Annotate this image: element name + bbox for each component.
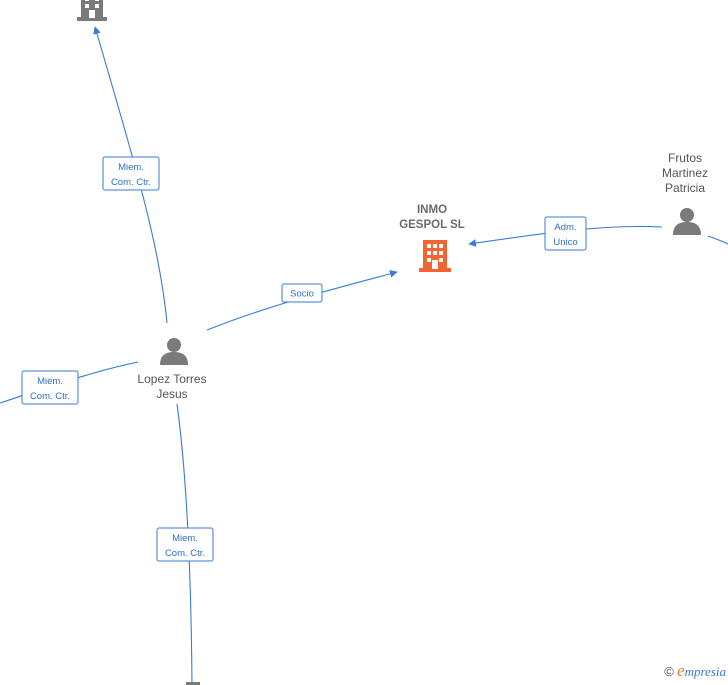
edge-label-miem-bottom[interactable]: Miem. Com. Ctr. xyxy=(156,527,214,562)
edge-label-text: Adm. xyxy=(554,222,576,233)
node-label: Jesus xyxy=(156,387,187,401)
brand-logo-text: mpresia xyxy=(684,664,726,679)
node-label: Patricia xyxy=(665,181,705,195)
node-label: Lopez Torres xyxy=(137,372,206,386)
edge-label-socio[interactable]: Socio xyxy=(281,283,323,303)
node-top-company[interactable] xyxy=(77,0,107,21)
edge-label-text: Com. Ctr. xyxy=(111,177,151,188)
node-main-company[interactable]: INMO GESPOL SL xyxy=(399,204,465,272)
node-label: Martinez xyxy=(662,166,708,180)
edge-label-adm-unico[interactable]: Adm. Unico xyxy=(544,216,587,251)
edge-label-text: Unico xyxy=(553,237,577,248)
person-icon xyxy=(160,338,188,365)
edge-label-text: Miem. xyxy=(118,162,144,173)
edge-label-text: Miem. xyxy=(37,376,63,387)
edge-frutos-offscreen xyxy=(707,235,728,245)
building-icon xyxy=(77,0,107,21)
edge-label-text: Miem. xyxy=(172,533,198,544)
edge-label-miem-top[interactable]: Miem. Com. Ctr. xyxy=(102,156,160,191)
edge-label-text: Com. Ctr. xyxy=(30,391,70,402)
node-label: INMO xyxy=(417,204,447,216)
footer-brand: © empresia xyxy=(664,661,726,681)
node-person-lopez[interactable]: Lopez Torres Jesus xyxy=(137,338,207,401)
node-person-frutos[interactable]: Frutos Martinez Patricia xyxy=(662,151,708,235)
node-label: Frutos xyxy=(668,151,702,165)
building-icon xyxy=(419,240,451,272)
edge-label-miem-left[interactable]: Miem. Com. Ctr. xyxy=(21,370,79,405)
node-label: GESPOL SL xyxy=(399,219,465,231)
copyright-symbol: © xyxy=(664,664,674,679)
person-icon xyxy=(673,208,701,235)
edge-label-text: Socio xyxy=(290,289,314,300)
node-bottom-stub xyxy=(186,682,200,685)
edge-lopez-to-bottom xyxy=(176,403,193,685)
edge-lopez-to-top xyxy=(93,26,168,324)
edge-label-text: Com. Ctr. xyxy=(165,548,205,559)
brand-logo-initial: e xyxy=(677,661,685,680)
